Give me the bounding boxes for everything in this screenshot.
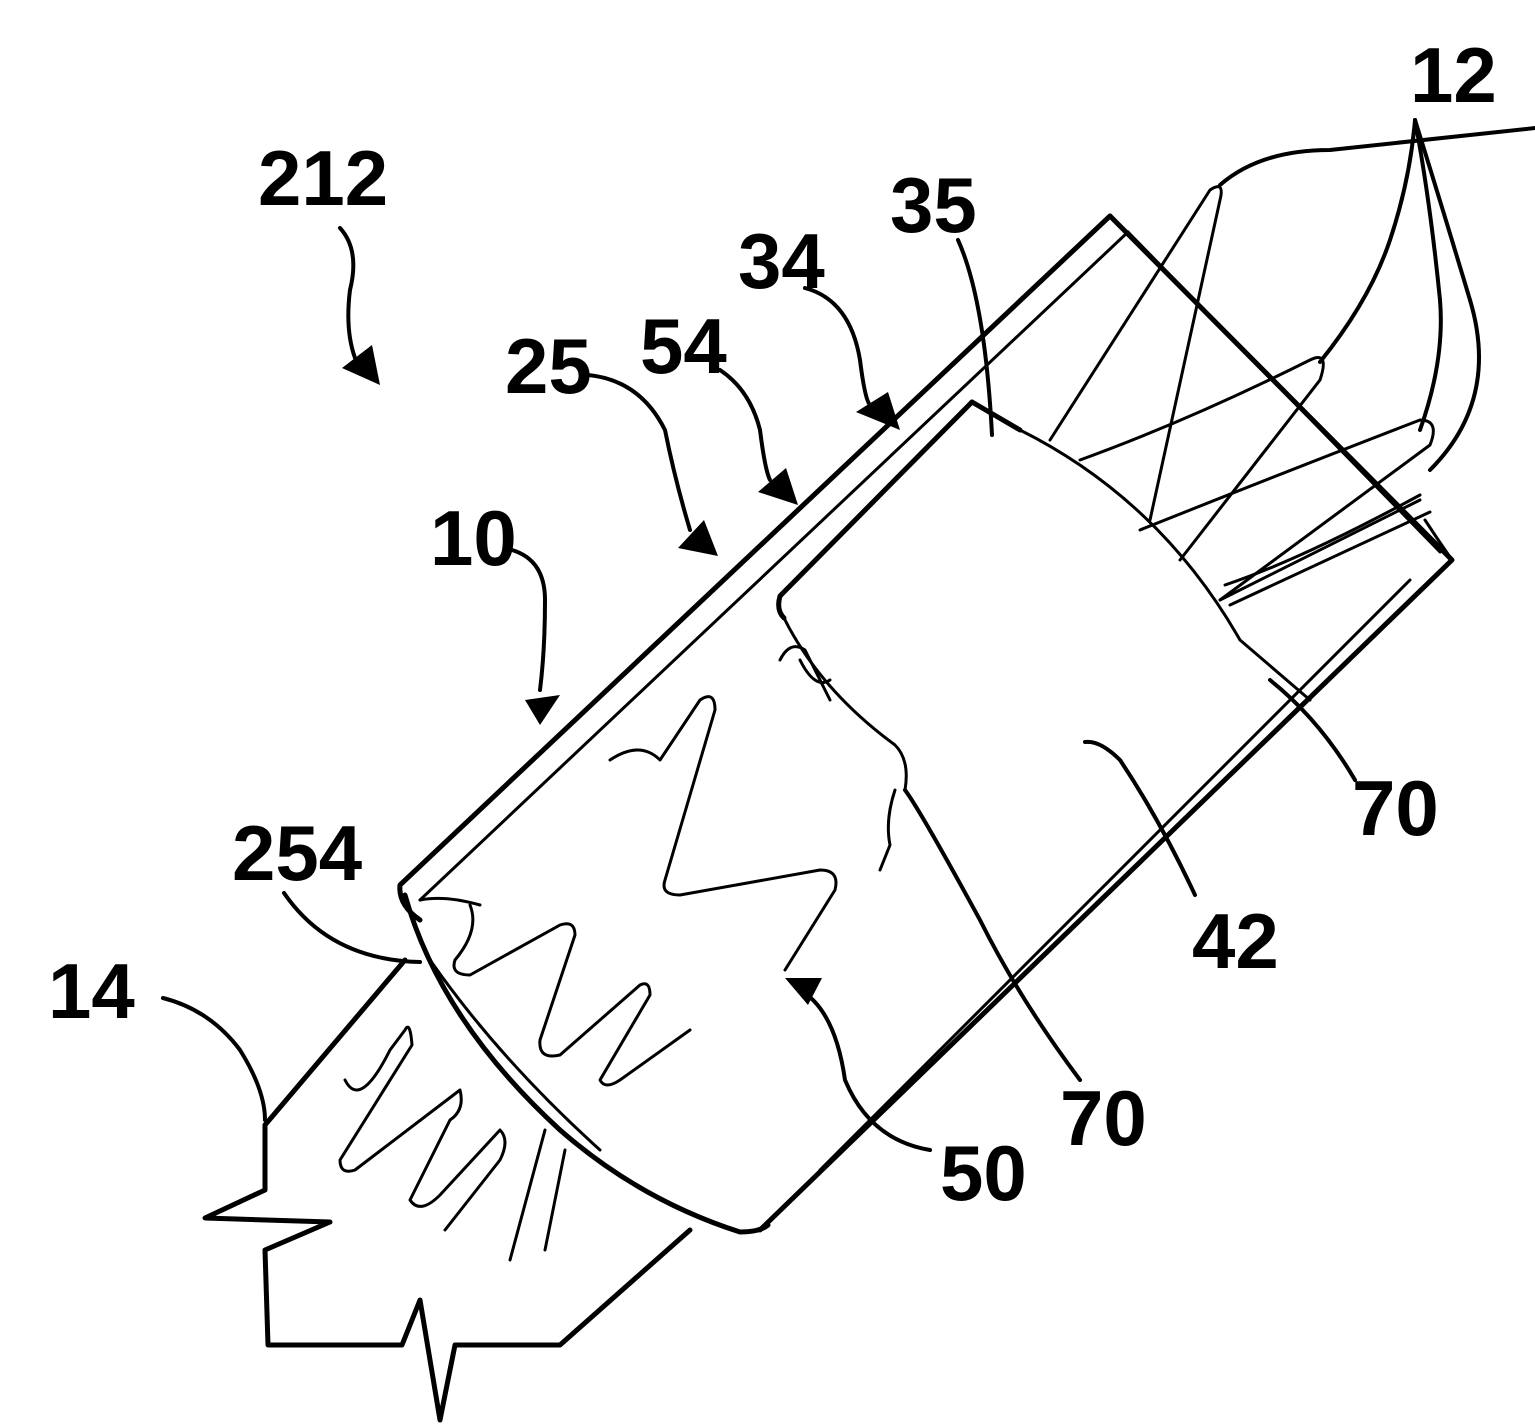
label-254: 254 [232, 809, 362, 897]
leader-lines [163, 228, 1355, 1150]
anatomy-14 [205, 960, 690, 1420]
label-70-lower: 70 [1060, 1074, 1147, 1162]
label-10: 10 [430, 494, 517, 582]
capsule-42 [779, 402, 1410, 1170]
tethers-12 [1050, 120, 1535, 605]
label-70-upper: 70 [1352, 764, 1439, 852]
label-25: 25 [505, 322, 592, 410]
label-212: 212 [258, 134, 388, 222]
label-34: 34 [738, 217, 825, 305]
reference-numerals: 212 12 35 34 54 25 10 254 14 50 70 70 42 [48, 31, 1497, 1217]
label-12: 12 [1410, 31, 1497, 119]
label-14: 14 [48, 947, 135, 1035]
label-42: 42 [1192, 897, 1279, 985]
label-50: 50 [940, 1129, 1027, 1217]
label-35: 35 [890, 161, 977, 249]
label-54: 54 [640, 302, 727, 390]
